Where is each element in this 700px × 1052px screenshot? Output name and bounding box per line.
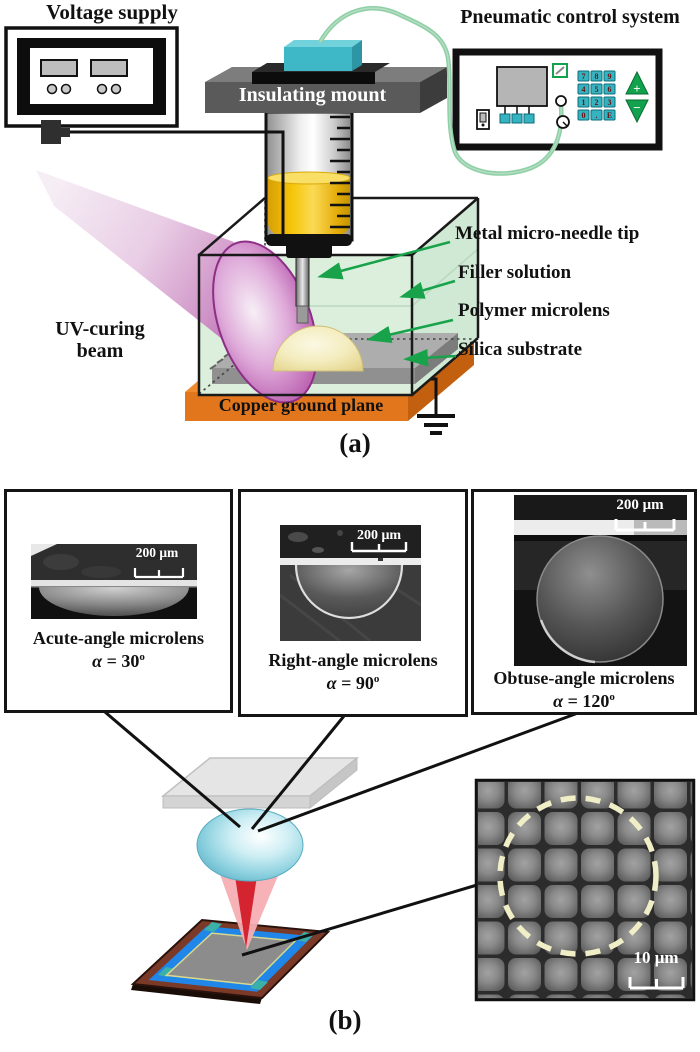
array-scale-bracket	[628, 977, 685, 990]
alpha-symbol: α	[92, 651, 103, 671]
annotation-arrows	[317, 240, 457, 367]
angle-value: = 90	[336, 673, 374, 693]
pneumatic-keypad: 7 8 9 4 5 6 1 2 3 0 . E + −	[577, 70, 649, 124]
uv-beam-label-line1: UV-curing	[55, 318, 145, 340]
increase-button[interactable]	[625, 70, 649, 95]
arrow-microlens	[366, 318, 454, 344]
key-1[interactable]: 1	[582, 98, 586, 107]
key-e[interactable]: E	[607, 111, 612, 120]
array-scale-label: 10 μm	[633, 948, 679, 967]
arrow-filler	[399, 279, 456, 299]
panel-obtuse-microlens: 200 μm Obtuse-angle microlens α = 120o	[471, 489, 697, 715]
polymer-microlens-dome	[272, 325, 364, 372]
microlens-array-image	[474, 778, 696, 1002]
caption-obtuse-name: Obtuse-angle microlens	[493, 668, 675, 688]
key-8[interactable]: 8	[595, 72, 599, 81]
focusing-microlens	[196, 808, 304, 882]
voltage-display-right	[90, 59, 128, 77]
pneumatic-connector-block	[284, 40, 362, 71]
sem-image-obtuse	[514, 495, 687, 666]
angle-value: = 120	[563, 691, 610, 711]
pneumatic-title: Pneumatic control system	[460, 6, 680, 28]
caption-right-name: Right-angle microlens	[268, 650, 438, 670]
dashed-circle-overlay	[497, 795, 659, 957]
plus-label: +	[633, 81, 640, 96]
key-9[interactable]: 9	[608, 72, 612, 81]
syringe-graduations	[330, 115, 350, 229]
chip-substrate	[130, 918, 331, 1004]
angle-value: = 30	[102, 651, 140, 671]
degree-symbol: o	[373, 673, 380, 685]
scale-bracket	[133, 568, 185, 579]
insulating-mount-label: Insulating mount	[238, 84, 387, 106]
pneumatic-knobs	[555, 95, 570, 129]
glass-plate	[160, 756, 360, 810]
connector-lines	[104, 710, 579, 957]
scale-bracket	[614, 519, 676, 532]
scale-bracket	[350, 542, 408, 553]
sem-image-acute	[31, 544, 197, 619]
caption-acute-name: Acute-angle microlens	[32, 628, 205, 648]
key-4[interactable]: 4	[582, 85, 586, 94]
voltage-supply-unit	[4, 26, 179, 144]
pneumatic-tube	[318, 6, 564, 176]
label-silica-substrate: Silica substrate	[458, 339, 583, 360]
panel-right-microlens: 200 μm Right-angle microlens α = 90o	[238, 489, 468, 717]
insulating-mount	[205, 40, 447, 113]
voltage-knobs	[46, 83, 122, 95]
label-polymer-microlens: Polymer microlens	[458, 300, 610, 321]
alpha-symbol: α	[326, 673, 337, 693]
scale-label-obtuse: 200 μm	[616, 497, 664, 513]
voltage-wire	[70, 130, 285, 243]
power-switch	[476, 109, 490, 130]
pneumatic-ports	[499, 113, 535, 124]
caption-acute-angle: α = 30o	[7, 651, 230, 672]
caption-b: (b)	[328, 1005, 362, 1035]
key-3[interactable]: 3	[608, 98, 612, 107]
uv-beam-label-line2: beam	[76, 340, 124, 362]
key-6[interactable]: 6	[608, 85, 612, 94]
key-7[interactable]: 7	[582, 72, 586, 81]
copper-ground-plane-label: Copper ground plane	[218, 395, 384, 415]
pneumatic-control-unit	[452, 48, 663, 151]
voltage-supply-title: Voltage supply	[46, 0, 178, 24]
key-5[interactable]: 5	[595, 85, 599, 94]
scale-label-acute: 200 μm	[135, 545, 179, 560]
scale-label-right: 200 μm	[356, 528, 402, 543]
label-metal-micro-needle-tip: Metal micro-needle tip	[455, 223, 640, 244]
alpha-symbol: α	[553, 691, 564, 711]
key-dot[interactable]: .	[596, 111, 598, 120]
caption-obtuse-angle: α = 120o	[474, 691, 694, 712]
degree-symbol: o	[609, 691, 615, 703]
arrow-substrate	[403, 349, 457, 367]
arrow-needle	[317, 240, 451, 280]
label-filler-solution: Filler solution	[458, 262, 572, 283]
voltage-display-left	[40, 59, 78, 77]
key-2[interactable]: 2	[595, 98, 599, 107]
decrease-button[interactable]	[625, 99, 649, 124]
metal-micro-needle	[295, 255, 310, 324]
minus-label: −	[633, 100, 640, 115]
caption-right-angle: α = 90o	[241, 673, 465, 694]
sem-image-right	[280, 525, 421, 641]
syringe	[264, 110, 354, 258]
key-0[interactable]: 0	[582, 111, 586, 120]
pneumatic-screen	[496, 66, 548, 107]
caption-a: (a)	[339, 428, 371, 458]
panel-acute-microlens: 200 μm Acute-angle microlens α = 30o	[4, 489, 233, 713]
degree-symbol: o	[139, 651, 145, 663]
